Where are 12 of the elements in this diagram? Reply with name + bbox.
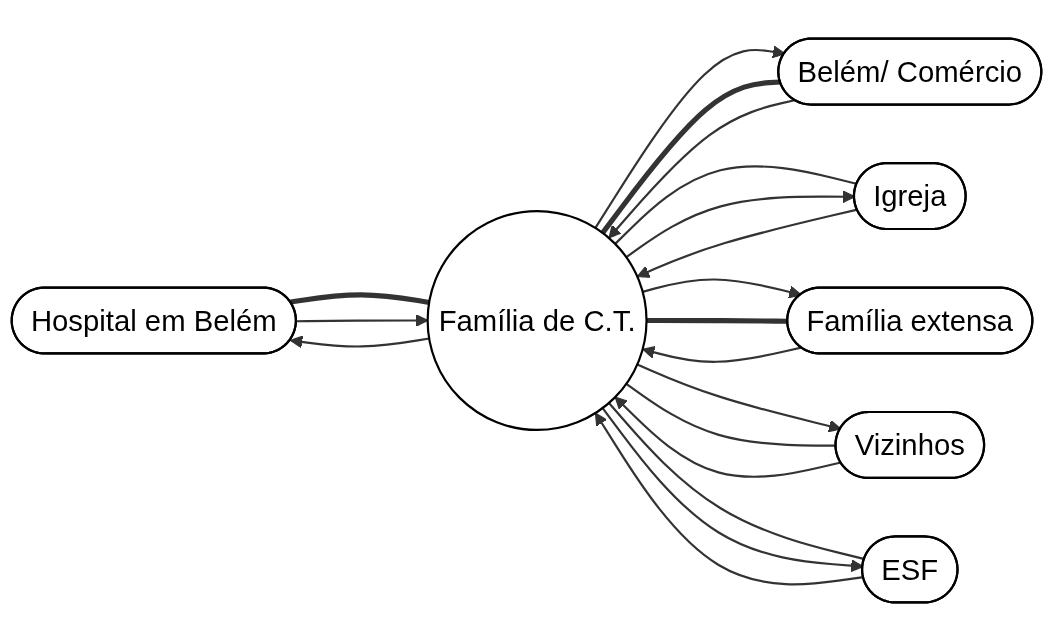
node-circle: Família de C.T. <box>426 209 648 432</box>
arrow <box>625 190 856 259</box>
arrow <box>636 208 858 278</box>
connector <box>600 79 781 235</box>
arrow <box>608 99 795 239</box>
arrow <box>614 396 842 478</box>
connector <box>290 292 430 305</box>
arrow <box>636 363 842 433</box>
arrow <box>642 346 802 363</box>
arrow <box>642 278 802 299</box>
connector <box>646 317 788 324</box>
arrow <box>289 335 430 349</box>
